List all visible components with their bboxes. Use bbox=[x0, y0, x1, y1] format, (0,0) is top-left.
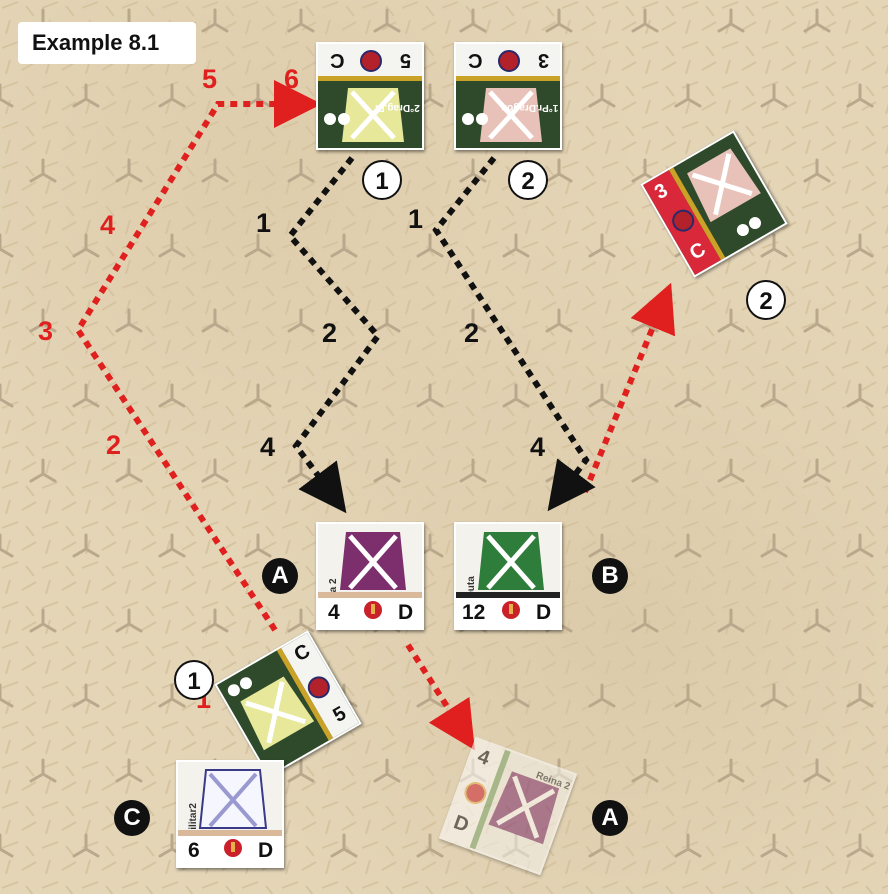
infc-pip-icon bbox=[224, 839, 242, 857]
red-step-2: 2 bbox=[106, 430, 121, 461]
badge-a-retreated: A bbox=[592, 800, 628, 836]
infa-uniform-icon bbox=[336, 528, 410, 594]
marker-cav2-moved: 2 bbox=[746, 280, 786, 320]
red-step-6: 6 bbox=[284, 64, 299, 95]
cavalry-counter-1[interactable]: C 5 2°Drag.Pr bbox=[316, 42, 424, 150]
cav1-number: 5 bbox=[400, 48, 411, 71]
infc-uniform-icon bbox=[196, 766, 270, 832]
infc-type: D bbox=[258, 839, 273, 863]
black-right-step-4: 4 bbox=[530, 432, 545, 463]
black-left-step-2: 2 bbox=[322, 318, 337, 349]
example-title: Example 8.1 bbox=[18, 22, 196, 64]
black-right-step-1: 1 bbox=[408, 204, 423, 235]
red-step-3: 3 bbox=[38, 316, 53, 347]
cavalry-counter-2[interactable]: C 3 1°Pr.Dragon bbox=[454, 42, 562, 150]
infantry-counter-c[interactable]: Or.Militar2 6 D bbox=[176, 760, 284, 868]
infa-strength: 4 bbox=[328, 601, 340, 625]
red-step-4: 4 bbox=[100, 210, 115, 241]
black-path-right bbox=[436, 158, 586, 492]
infb-type: D bbox=[536, 601, 551, 625]
cav2-seal-icon bbox=[498, 50, 520, 72]
infb-uniform-icon bbox=[474, 528, 548, 594]
cav2-letter: C bbox=[468, 48, 482, 71]
infc-strength: 6 bbox=[188, 839, 200, 863]
marker-cav2-top: 2 bbox=[508, 160, 548, 200]
badge-b: B bbox=[592, 558, 628, 594]
infb-pip-icon bbox=[502, 601, 520, 619]
cav1-seal-icon bbox=[360, 50, 382, 72]
cav1-name: 2°Drag.Pr bbox=[374, 102, 420, 113]
infantry-counter-b[interactable]: Ceuta 12 D bbox=[454, 522, 562, 630]
infa-pip-icon bbox=[364, 601, 382, 619]
red-path-retreat-a bbox=[408, 645, 462, 730]
infa-type: D bbox=[398, 601, 413, 625]
cav1-letter: C bbox=[330, 48, 344, 71]
marker-cav1-top: 1 bbox=[362, 160, 402, 200]
red-step-5: 5 bbox=[202, 64, 217, 95]
badge-a: A bbox=[262, 558, 298, 594]
infb-strength: 12 bbox=[462, 601, 485, 625]
badge-c: C bbox=[114, 800, 150, 836]
black-left-step-4: 4 bbox=[260, 432, 275, 463]
cav2-name: 1°Pr.Dragon bbox=[501, 102, 558, 113]
red-path-cav1 bbox=[78, 104, 298, 630]
black-left-step-1: 1 bbox=[256, 208, 271, 239]
black-right-step-2: 2 bbox=[464, 318, 479, 349]
cav2-number: 3 bbox=[538, 48, 549, 71]
red-path-cav2 bbox=[585, 305, 662, 492]
infantry-counter-a[interactable]: Reina 2 4 D bbox=[316, 522, 424, 630]
marker-cav1-moved: 1 bbox=[174, 660, 214, 700]
